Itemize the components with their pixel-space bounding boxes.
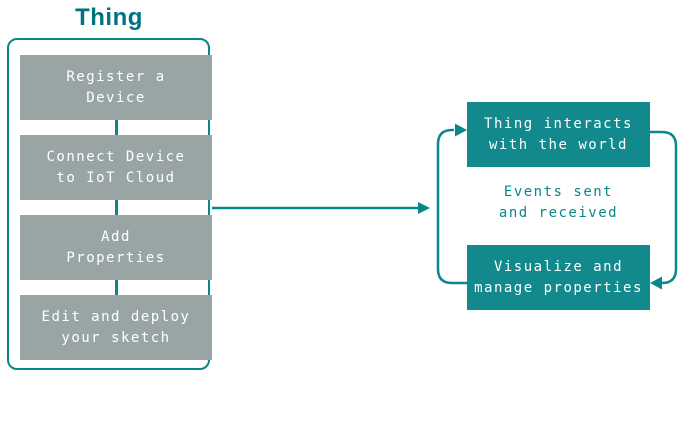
step-connector-line [115, 280, 118, 295]
cycle-box-label-line: Visualize and [493, 258, 624, 275]
step-label-line: your sketch [61, 329, 171, 346]
step-label-line: Properties [66, 249, 166, 266]
step-box-connect-device: Connect Device to IoT Cloud [20, 135, 212, 200]
step-label-line: Edit and deploy [41, 308, 191, 325]
step-box-register-device: Register a Device [20, 55, 212, 120]
cycle-box-thing-interacts: Thing interacts with the world [467, 102, 650, 167]
step-label-line: Register a [66, 68, 166, 85]
step-box-add-properties: Add Properties [20, 215, 212, 280]
thing-steps-container: Register a Device Connect Device to IoT … [7, 38, 212, 370]
step-label-line: Connect Device [46, 148, 186, 165]
cycle-label-line: Events sent [503, 184, 614, 200]
flow-arrow [212, 202, 430, 214]
step-box-edit-deploy: Edit and deploy your sketch [20, 295, 212, 360]
cycle-label-line: and received [498, 205, 619, 221]
cycle-arrow-right [650, 130, 678, 285]
step-label-line: Device [86, 89, 146, 106]
step-connector-line [115, 120, 118, 135]
cycle-box-label-line: Thing interacts [484, 115, 633, 132]
step-label-line: Add [101, 228, 131, 245]
cycle-arrows [436, 123, 678, 290]
cycle-box-label-line: manage properties [474, 279, 643, 296]
cycle-label-events: Events sent and received [467, 182, 650, 224]
step-connector-line [115, 200, 118, 215]
cycle-box-visualize: Visualize and manage properties [467, 245, 650, 310]
cycle-box-label-line: with the world [488, 136, 628, 153]
diagram-title: Thing [75, 4, 143, 31]
step-label-line: to IoT Cloud [56, 169, 176, 186]
cycle-arrow-left [436, 128, 467, 285]
